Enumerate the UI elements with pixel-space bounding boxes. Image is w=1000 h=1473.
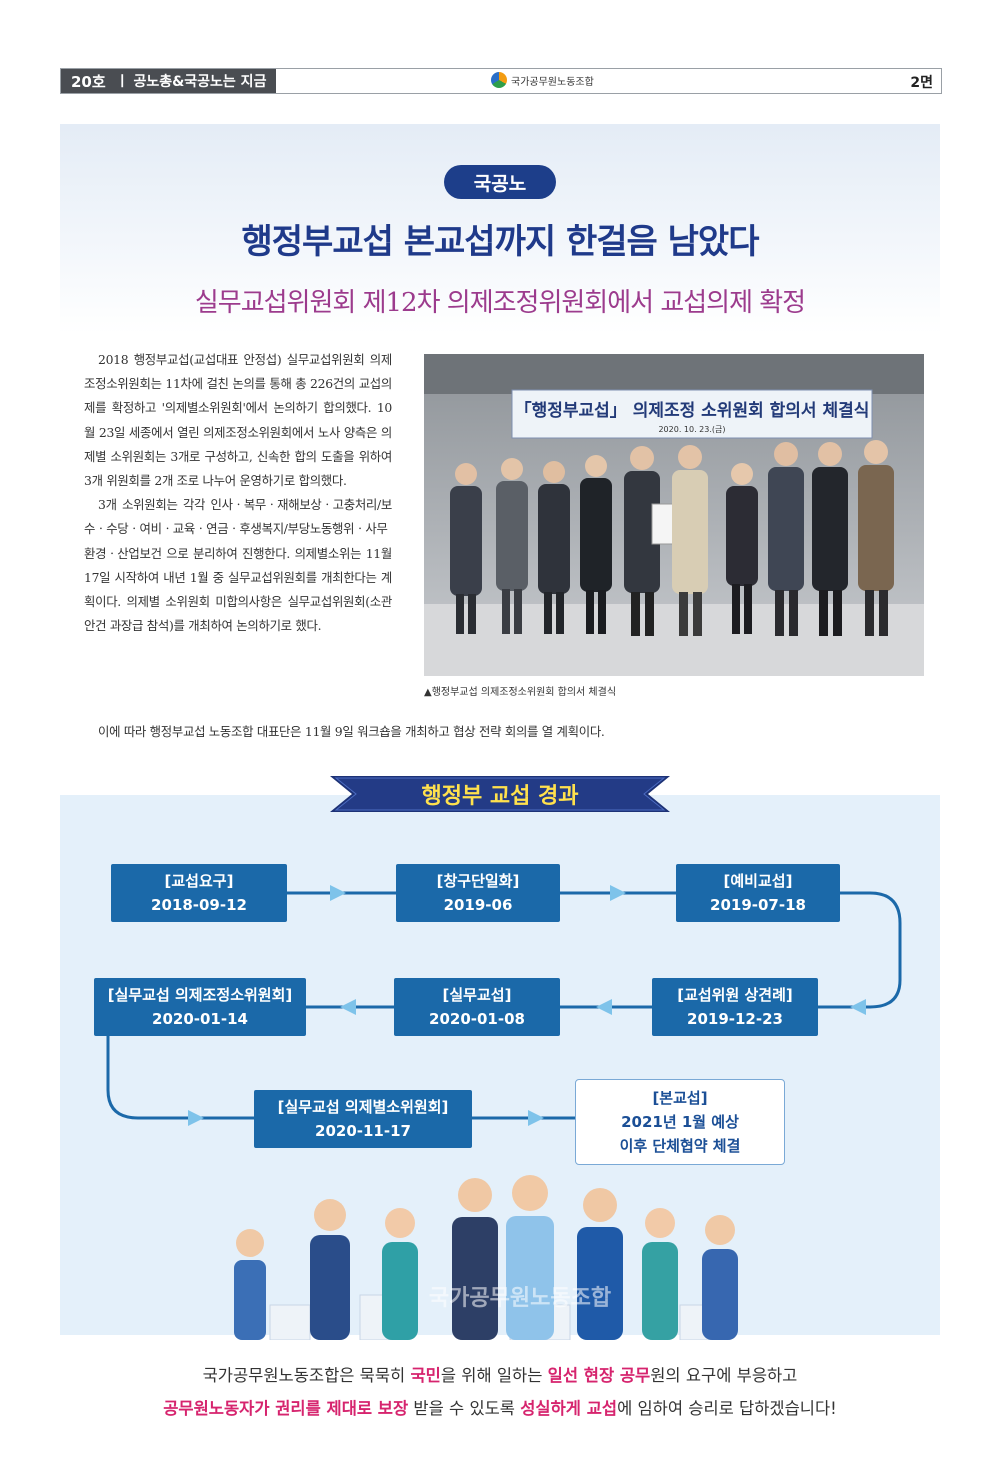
step-date: 2019-06 [443,896,513,914]
step-label: [교섭위원 상견례] [677,986,793,1004]
header-section-label: 20호 ㅣ 공노총&국공노는 지금 [61,69,277,93]
step-label: [실무교섭 의제별소위원회] [277,1098,449,1116]
org-logo: 국가공무원노동조합 [491,72,594,88]
step-date: 2020-01-14 [152,1010,248,1028]
slogan-text: 을 위해 일하는 [440,1366,548,1385]
photo-banner-text: 「행정부교섭」 의제조정 소위원회 합의서 체결식 [515,400,870,421]
step-agenda-subcommittee: [실무교섭 의제별소위원회] 2020-11-17 [254,1090,472,1148]
photo-caption: ▲행정부교섭 의제조정소위원회 합의서 체결식 [424,687,617,698]
step-label: [실무교섭 의제조정소위원회] [107,986,293,1004]
step-label: [교섭요구] [164,872,234,890]
step-date: 2019-07-18 [710,896,806,914]
step-committee-meeting: [교섭위원 상견례] 2019-12-23 [652,978,818,1036]
step-label: [실무교섭] [442,986,512,1004]
section-name: ㅣ 공노총&국공노는 지금 [115,74,267,90]
people-group [450,440,894,636]
paragraph-1: 2018 행정부교섭(교섭대표 안정섭) 실무교섭위원회 의제조정소위원회는 1… [84,352,392,489]
slogan-text: 에 임하여 승리로 답하겠습니다! [617,1399,837,1418]
page-header: 20호 ㅣ 공노총&국공노는 지금 국가공무원노동조합 2면 [60,68,942,94]
slogan-text: 받을 수 있도록 [408,1399,521,1418]
step-date: 2020-01-08 [429,1010,525,1028]
step-channel-unification: [창구단일화] 2019-06 [396,864,560,922]
step-negotiation-request: [교섭요구] 2018-09-12 [111,864,287,922]
step-working-negotiation: [실무교섭] 2020-01-08 [394,978,560,1036]
category-tag: 국공노 [444,165,556,199]
paragraph-3: 이에 따라 행정부교섭 노동조합 대표단은 11월 9일 워크숍을 개최하고 협… [98,724,605,739]
slogan-line-2: 공무원노동자가 권리를 제대로 보장 받을 수 있도록 성실하게 교섭에 임하여… [40,1395,960,1419]
process-heading: 행정부 교섭 경과 [421,784,579,809]
process-banner-shape [330,776,670,812]
step-agenda-coordination: [실무교섭 의제조정소위원회] 2020-01-14 [94,978,306,1036]
step-preliminary-negotiation: [예비교섭] 2019-07-18 [676,864,840,922]
page-number: 2면 [910,75,933,91]
watermark-text: 국가공무원노동조합 [429,1285,611,1311]
issue-number: 20호 [71,72,106,91]
step-label: [창구단일화] [436,872,520,890]
article-title: 행정부교섭 본교섭까지 한걸음 남았다 [241,222,760,262]
step-date: 2019-12-23 [687,1010,783,1028]
step-date: 2020-11-17 [315,1122,411,1140]
slogan-text: 국가공무원노동조합은 묵묵히 [202,1366,411,1385]
title-background [60,124,940,334]
step-main-negotiation: [본교섭] 2021년 1월 예상 이후 단체협약 체결 [575,1079,785,1165]
workers-illustration: 국가공무원노동조합 [234,1175,738,1340]
slogan-line-1: 국가공무원노동조합은 묵묵히 국민을 위해 일하는 일선 현장 공무원의 요구에… [40,1362,960,1386]
slogan-highlight: 공무원노동자가 권리를 제대로 보장 [163,1399,409,1418]
step-label: [본교섭] [652,1089,708,1107]
paragraph-2: 3개 소위원회는 각각 인사ㆍ복무ㆍ재해보상ㆍ고충처리/보수ㆍ수당ㆍ여비ㆍ교육ㆍ… [84,497,392,634]
article-subtitle: 실무교섭위원회 제12차 의제조정위원회에서 교섭의제 확정 [194,288,806,318]
step-date: 2018-09-12 [151,896,247,914]
slogan-highlight: 일선 현장 공무 [547,1366,651,1385]
slogan-highlight: 국민 [410,1366,441,1385]
step-date: 2021년 1월 예상 [621,1113,739,1131]
photo-banner-date: 2020. 10. 23.(금) [658,425,725,434]
photo-illustration: 「행정부교섭」 의제조정 소위원회 합의서 체결식 2020. 10. 23.(… [424,354,924,676]
slogan-text: 원의 요구에 부응하고 [650,1366,798,1385]
union-logo-icon [491,72,507,88]
step-label: [예비교섭] [723,872,793,890]
step-extra: 이후 단체협약 체결 [619,1137,741,1155]
org-name: 국가공무원노동조합 [511,76,594,88]
ceremony-photo: 「행정부교섭」 의제조정 소위원회 합의서 체결식 2020. 10. 23.(… [424,354,924,676]
worker-figures [234,1175,738,1340]
slogan-highlight: 성실하게 교섭 [520,1399,618,1418]
article-body: 2018 행정부교섭(교섭대표 안정섭) 실무교섭위원회 의제조정소위원회는 1… [84,348,392,638]
